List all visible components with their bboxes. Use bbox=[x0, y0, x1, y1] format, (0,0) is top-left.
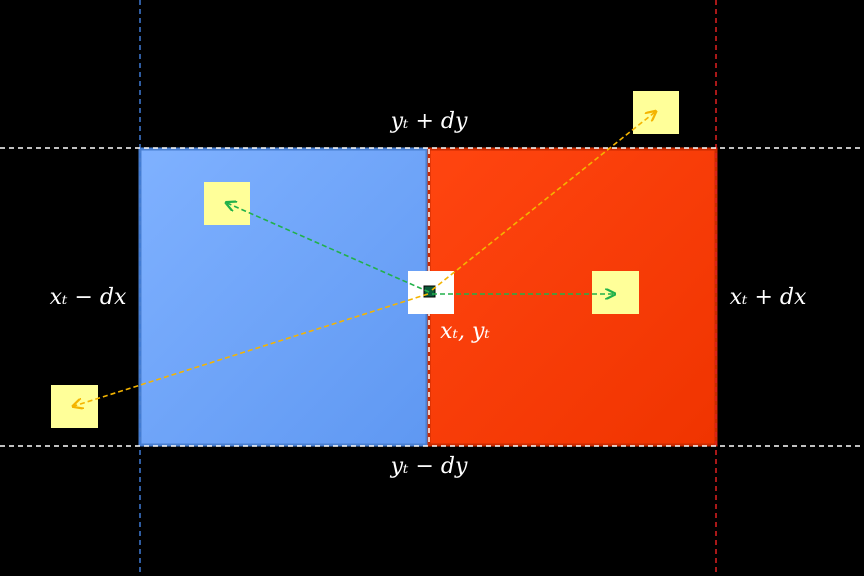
label-top: yₜ + dy bbox=[390, 109, 468, 134]
green-arrow-left-target bbox=[227, 203, 430, 293]
label-left: xₜ − dx bbox=[50, 285, 127, 310]
orange-arrow-bottom-left-target bbox=[74, 293, 429, 406]
right-region-red bbox=[427, 147, 718, 447]
label-center: xₜ, yₜ bbox=[440, 319, 490, 344]
target-box-right bbox=[592, 271, 639, 314]
left-region-blue bbox=[138, 147, 429, 447]
target-box-top-right bbox=[633, 91, 679, 134]
label-right: xₜ + dx bbox=[730, 285, 807, 310]
center-marker bbox=[423, 285, 436, 298]
label-bottom: yₜ − dy bbox=[390, 454, 468, 479]
